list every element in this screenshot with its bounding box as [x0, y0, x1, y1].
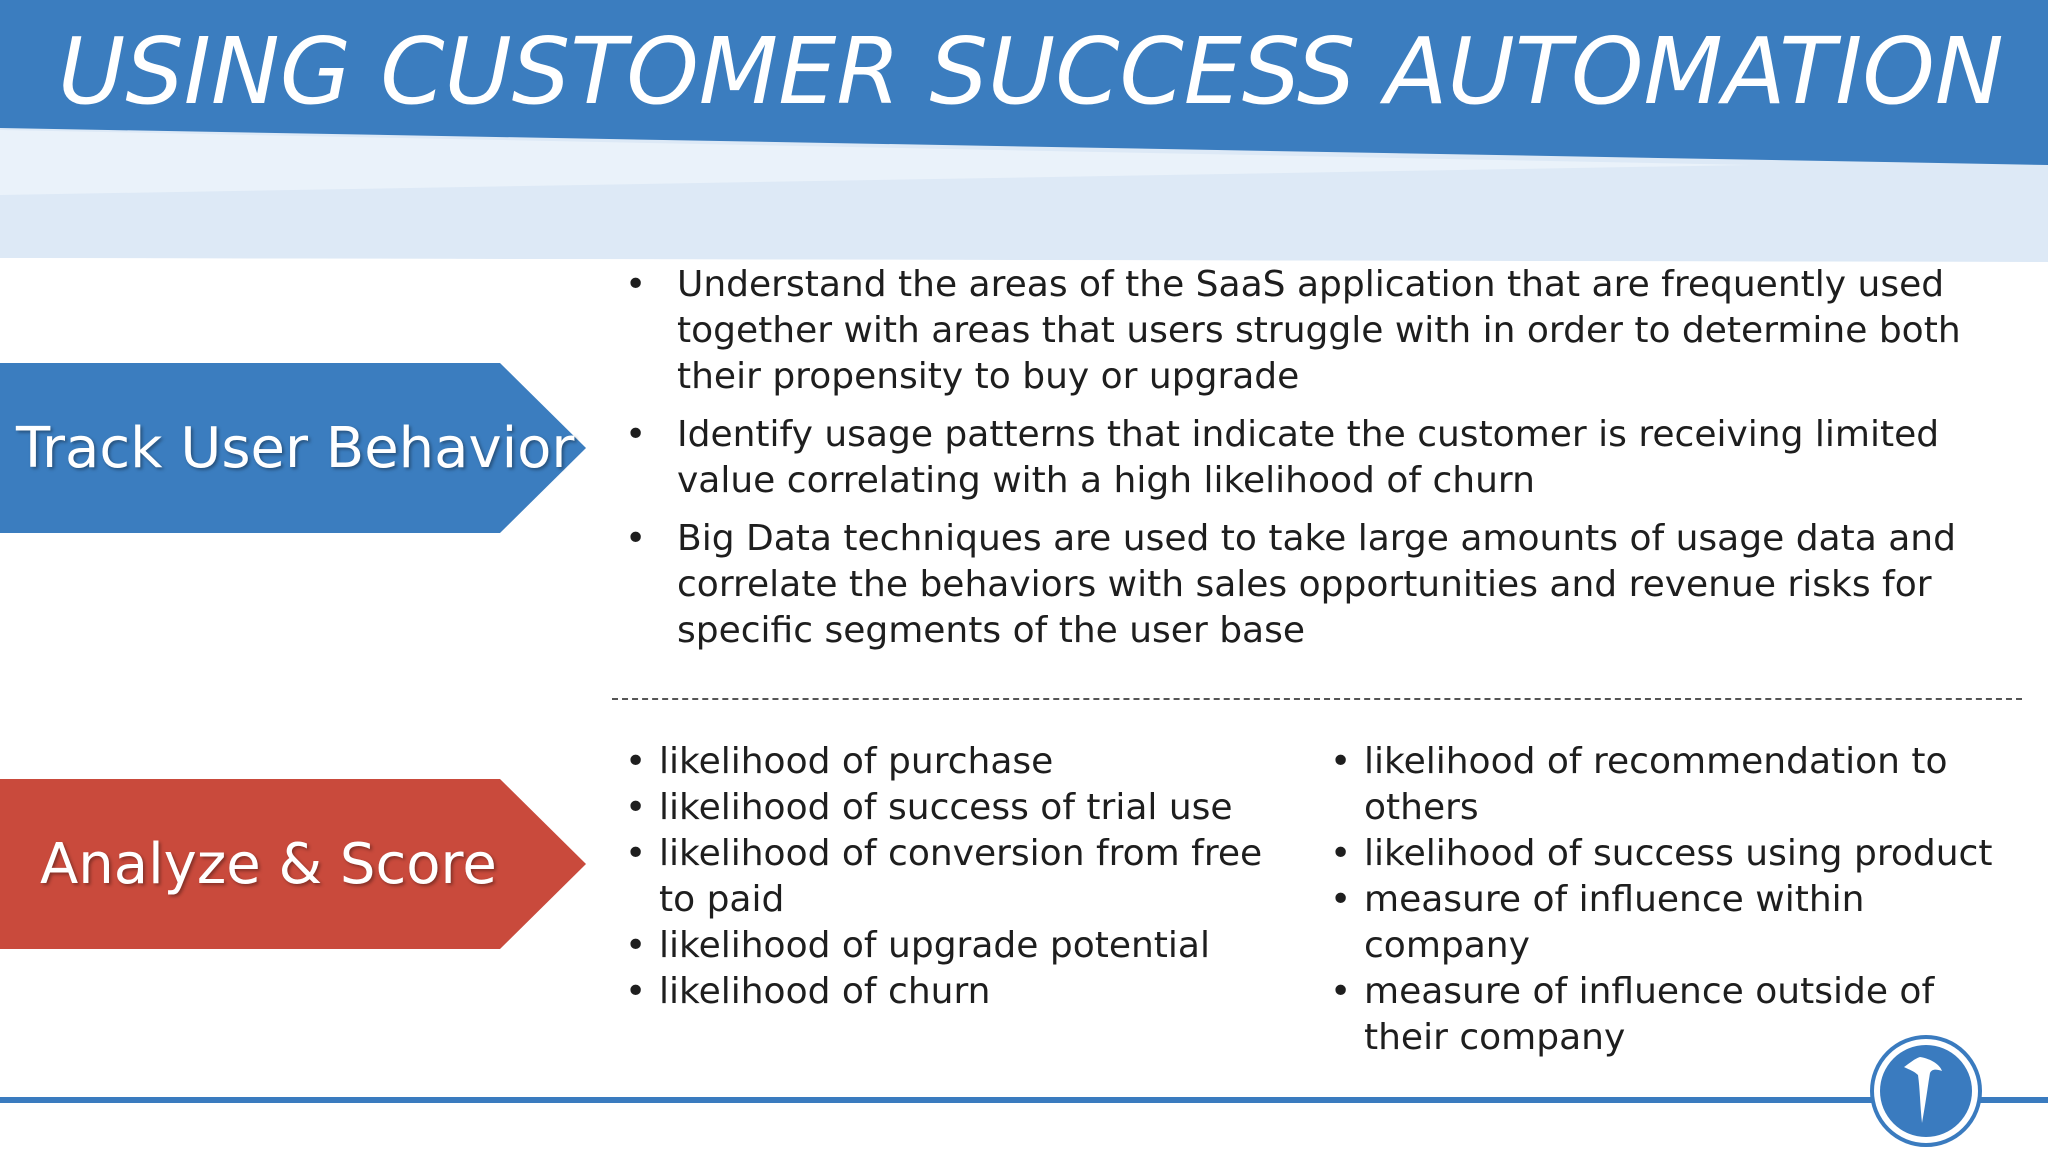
- track-user-behavior-arrow: Track User Behavior: [0, 363, 586, 533]
- analyze-score-arrow: Analyze & Score: [0, 779, 586, 949]
- track-user-behavior-label: Track User Behavior: [16, 415, 575, 481]
- page-title: USING CUSTOMER SUCCESS AUTOMATION: [58, 18, 2004, 125]
- list-item: likelihood of recommendation to others: [1330, 739, 2020, 831]
- arrow-shape: [0, 363, 586, 533]
- dashed-divider: [612, 698, 2022, 700]
- list-item: likelihood of conversion from free to pa…: [625, 831, 1265, 923]
- list-item: likelihood of churn: [625, 969, 1265, 1015]
- list-item: likelihood of upgrade potential: [625, 923, 1265, 969]
- list-item: likelihood of success of trial use: [625, 785, 1265, 831]
- header-banner: [0, 0, 2048, 270]
- footer-line: [0, 1097, 2048, 1103]
- list-item: measure of influence outside of their co…: [1330, 969, 2020, 1061]
- analyze-right-list: likelihood of recommendation to others l…: [1330, 739, 2020, 1061]
- bird-logo-icon: [1870, 1035, 1982, 1147]
- list-item: measure of influence within company: [1330, 877, 2020, 969]
- list-item: Understand the areas of the SaaS applica…: [625, 262, 2005, 400]
- list-item: likelihood of success using product: [1330, 831, 2020, 877]
- list-item: likelihood of purchase: [625, 739, 1265, 785]
- analyze-score-label: Analyze & Score: [40, 831, 497, 897]
- list-item: Identify usage patterns that indicate th…: [625, 412, 2005, 504]
- list-item: Big Data techniques are used to take lar…: [625, 516, 2005, 654]
- analyze-left-list: likelihood of purchase likelihood of suc…: [625, 739, 1265, 1015]
- track-bullet-list: Understand the areas of the SaaS applica…: [625, 262, 2005, 666]
- arrow-shape: [0, 779, 586, 949]
